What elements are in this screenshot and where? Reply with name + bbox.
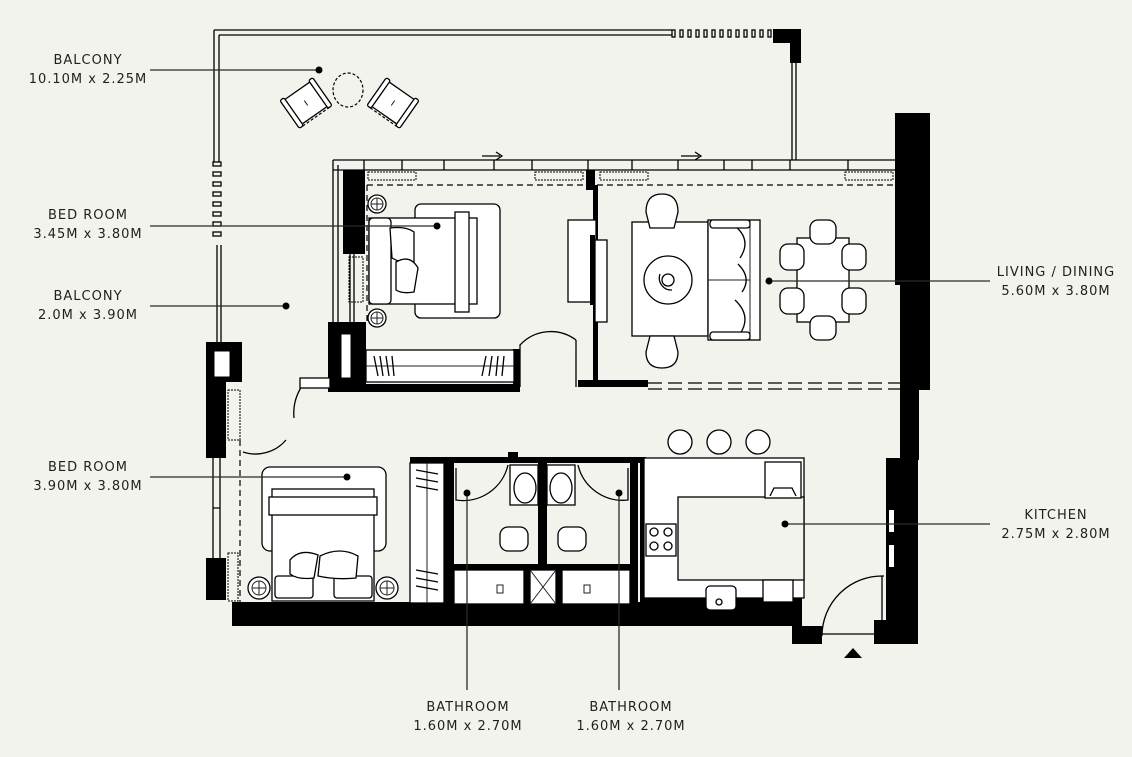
- room-label-bedroom-1: BED ROOM 3.45M x 3.80M: [18, 206, 158, 244]
- room-name: BED ROOM: [48, 460, 128, 475]
- room-label-bathroom-2: BATHROOM 1.60M x 2.70M: [561, 698, 701, 736]
- room-dimensions: 3.90M x 3.80M: [33, 479, 143, 494]
- room-dimensions: 1.60M x 2.70M: [576, 719, 686, 734]
- bathroom-fixtures: [453, 463, 631, 605]
- room-name: LIVING / DINING: [996, 265, 1116, 280]
- room-name: BALCONY: [53, 53, 123, 68]
- dining-chair-icon: [779, 287, 805, 315]
- lounge-chair-icon: [280, 77, 332, 129]
- lounge-chair-icon: [367, 77, 419, 129]
- living-dining-furniture: [631, 193, 867, 369]
- dining-chair-icon: [809, 219, 837, 245]
- bedroom-2-furniture: [242, 377, 445, 604]
- room-label-balcony-top: BALCONY 10.10M x 2.25M: [18, 51, 158, 89]
- room-dimensions: 2.75M x 2.80M: [1001, 527, 1111, 542]
- room-name: BALCONY: [53, 289, 123, 304]
- leader-lines: [150, 66, 990, 690]
- railing-slats-left: [212, 161, 222, 237]
- room-name: BATHROOM: [589, 700, 673, 715]
- room-label-bedroom-2: BED ROOM 3.90M x 3.80M: [18, 458, 158, 496]
- bar-stool-icon: [745, 429, 771, 455]
- entrance-arrow-icon: [844, 648, 862, 658]
- room-name: KITCHEN: [1024, 508, 1088, 523]
- room-dimensions: 1.60M x 2.70M: [413, 719, 523, 734]
- nightstand-lamp-icon: [367, 308, 387, 328]
- dining-chair-icon: [841, 243, 867, 271]
- railing-slats-top: [671, 29, 772, 38]
- bedroom-1-furniture: [365, 194, 608, 387]
- side-windows: [227, 185, 368, 602]
- nightstand-lamp-icon: [247, 576, 271, 600]
- room-dimensions: 3.45M x 3.80M: [33, 227, 143, 242]
- nightstand-lamp-icon: [375, 576, 399, 600]
- bar-stool-icon: [667, 429, 693, 455]
- room-label-balcony-side: BALCONY 2.0M x 3.90M: [18, 287, 158, 325]
- kitchen-fixtures: [643, 429, 885, 637]
- room-dimensions: 10.10M x 2.25M: [28, 72, 148, 87]
- room-name: BATHROOM: [426, 700, 510, 715]
- dining-chair-icon: [779, 243, 805, 271]
- facade-glazing-top: [332, 151, 895, 322]
- room-label-kitchen: KITCHEN 2.75M x 2.80M: [982, 506, 1130, 544]
- room-dimensions: 5.60M x 3.80M: [1001, 284, 1111, 299]
- room-label-living-dining: LIVING / DINING 5.60M x 3.80M: [982, 263, 1130, 301]
- room-label-bathroom-1: BATHROOM 1.60M x 2.70M: [398, 698, 538, 736]
- dining-chair-icon: [841, 287, 867, 315]
- room-name: BED ROOM: [48, 208, 128, 223]
- dining-chair-icon: [809, 315, 837, 341]
- bar-stool-icon: [706, 429, 732, 455]
- nightstand-lamp-icon: [367, 194, 387, 214]
- balcony-furniture: [280, 72, 419, 129]
- balcony-railing: [212, 29, 801, 342]
- room-dimensions: 2.0M x 3.90M: [37, 308, 138, 323]
